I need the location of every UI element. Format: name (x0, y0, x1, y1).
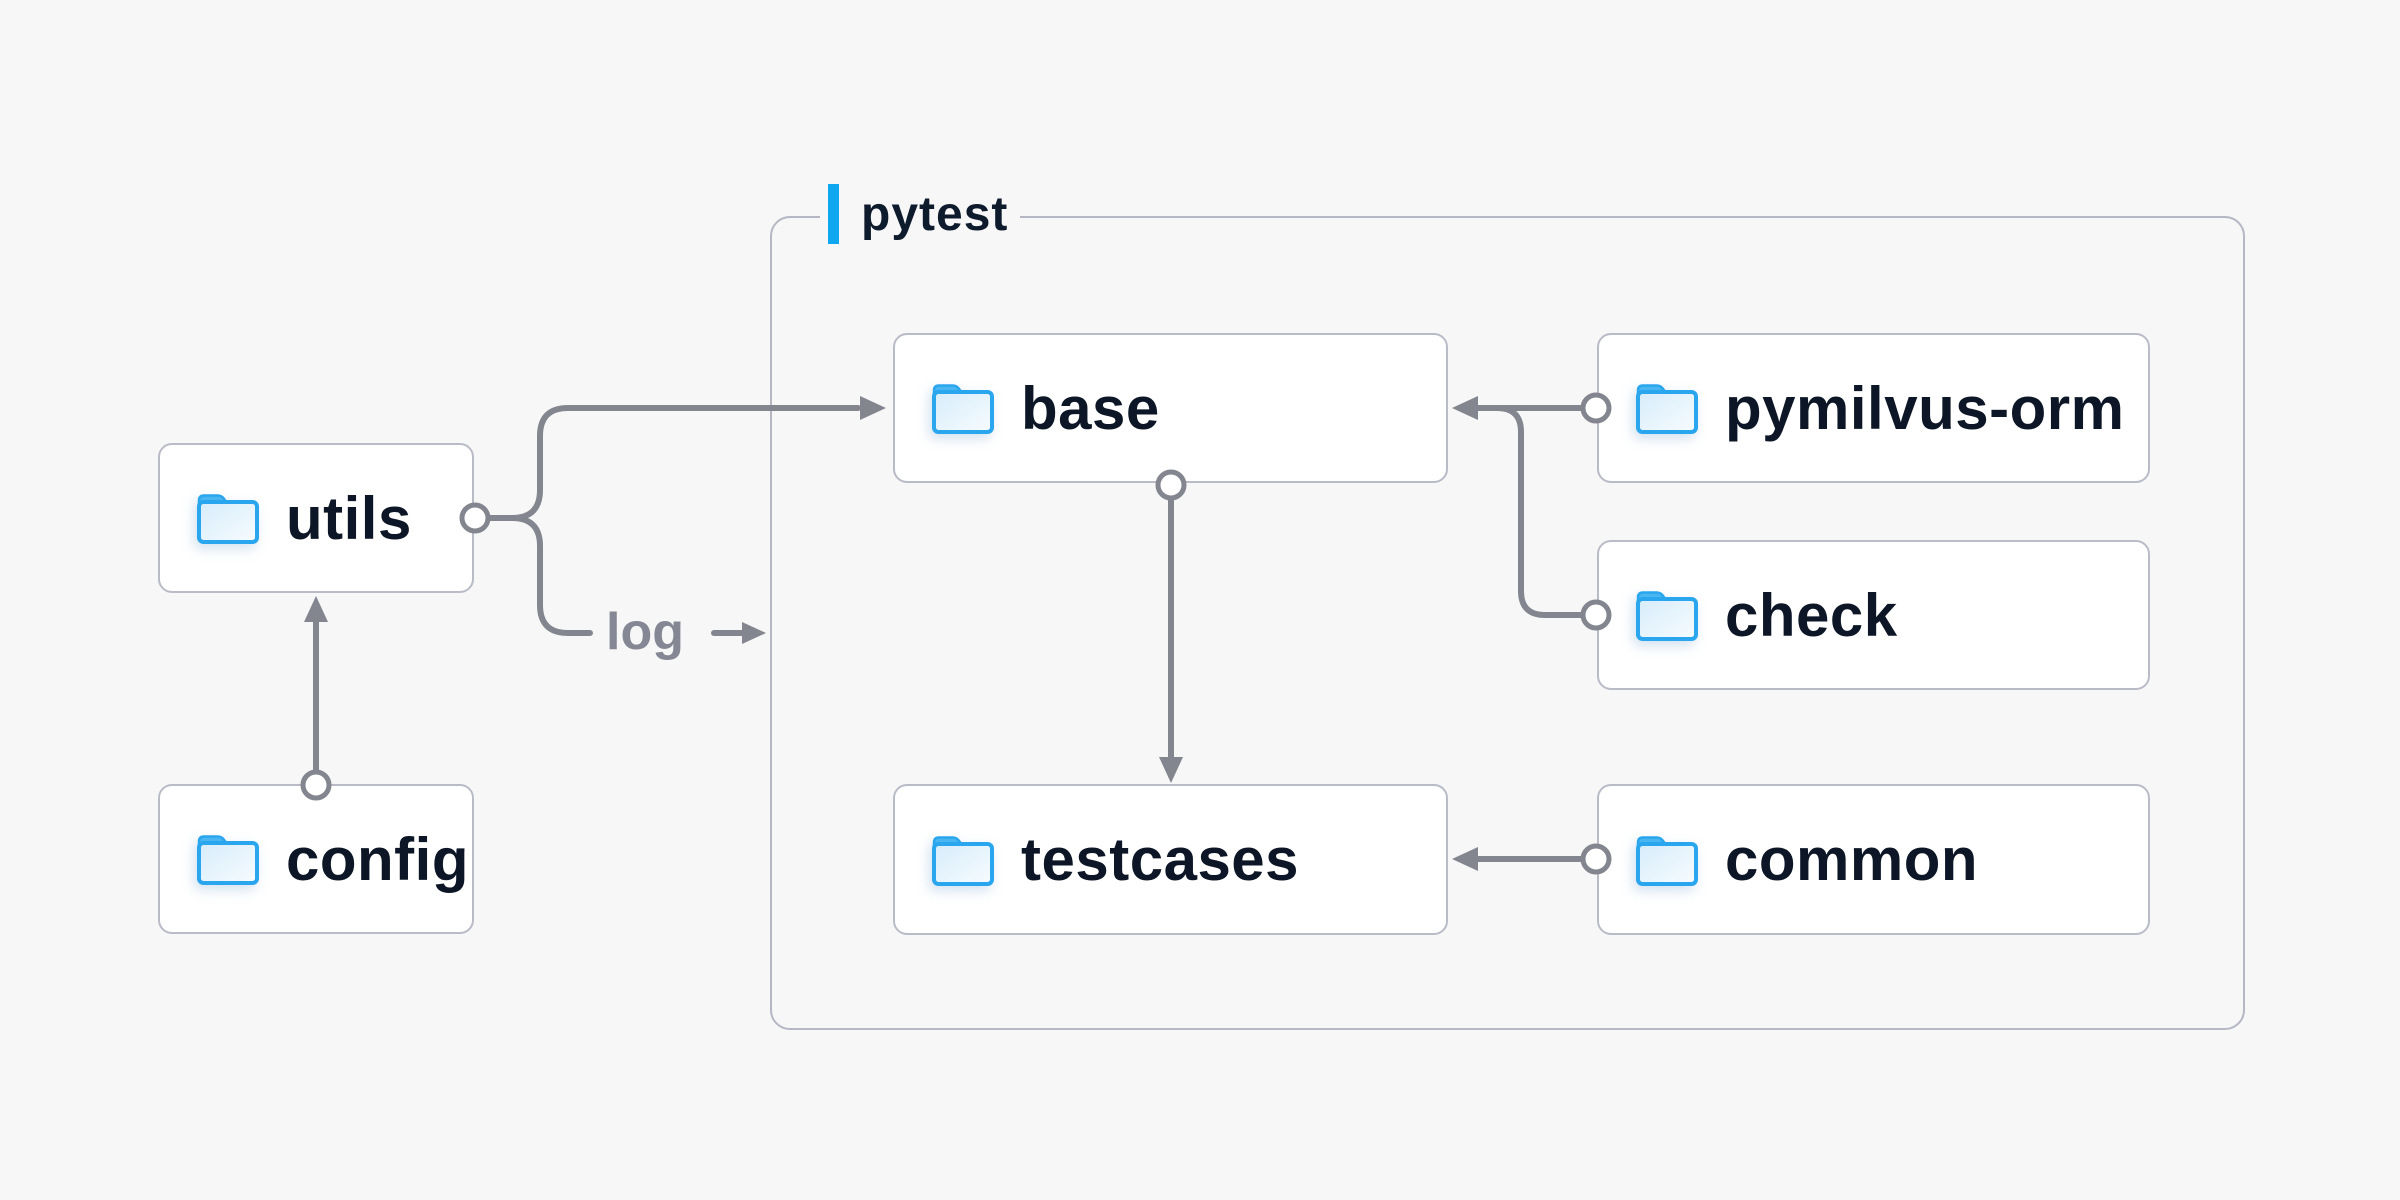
folder-icon (932, 835, 994, 886)
log-arrowhead (742, 622, 766, 644)
node-label: check (1725, 581, 1898, 649)
edge-utils-log (509, 515, 593, 636)
node-common[interactable]: common (1597, 784, 2150, 935)
pytest-group-label: pytest (820, 182, 1021, 246)
group-title: pytest (861, 187, 1009, 241)
node-utils[interactable]: utils (158, 443, 474, 593)
folder-icon (1636, 835, 1698, 886)
pytest-group-box (770, 216, 2245, 1030)
node-testcases[interactable]: testcases (893, 784, 1448, 935)
folder-icon (1636, 591, 1698, 641)
arrowhead-into-utils (304, 596, 328, 622)
folder-icon (1636, 384, 1698, 434)
folder-icon (197, 835, 259, 885)
node-base[interactable]: base (893, 333, 1448, 483)
node-label: common (1725, 826, 1979, 893)
edge-label-log: log (606, 603, 684, 661)
folder-icon (197, 494, 259, 544)
folder-icon (932, 384, 994, 434)
node-label: config (286, 825, 469, 893)
node-label: pymilvus-orm (1725, 374, 2125, 442)
node-check[interactable]: check (1597, 540, 2150, 690)
node-label: utils (286, 484, 412, 552)
node-config[interactable]: config (158, 784, 474, 934)
accent-bar (828, 184, 839, 244)
node-pymilvus-orm[interactable]: pymilvus-orm (1597, 333, 2150, 483)
node-label: base (1021, 374, 1160, 442)
node-label: testcases (1021, 826, 1300, 893)
